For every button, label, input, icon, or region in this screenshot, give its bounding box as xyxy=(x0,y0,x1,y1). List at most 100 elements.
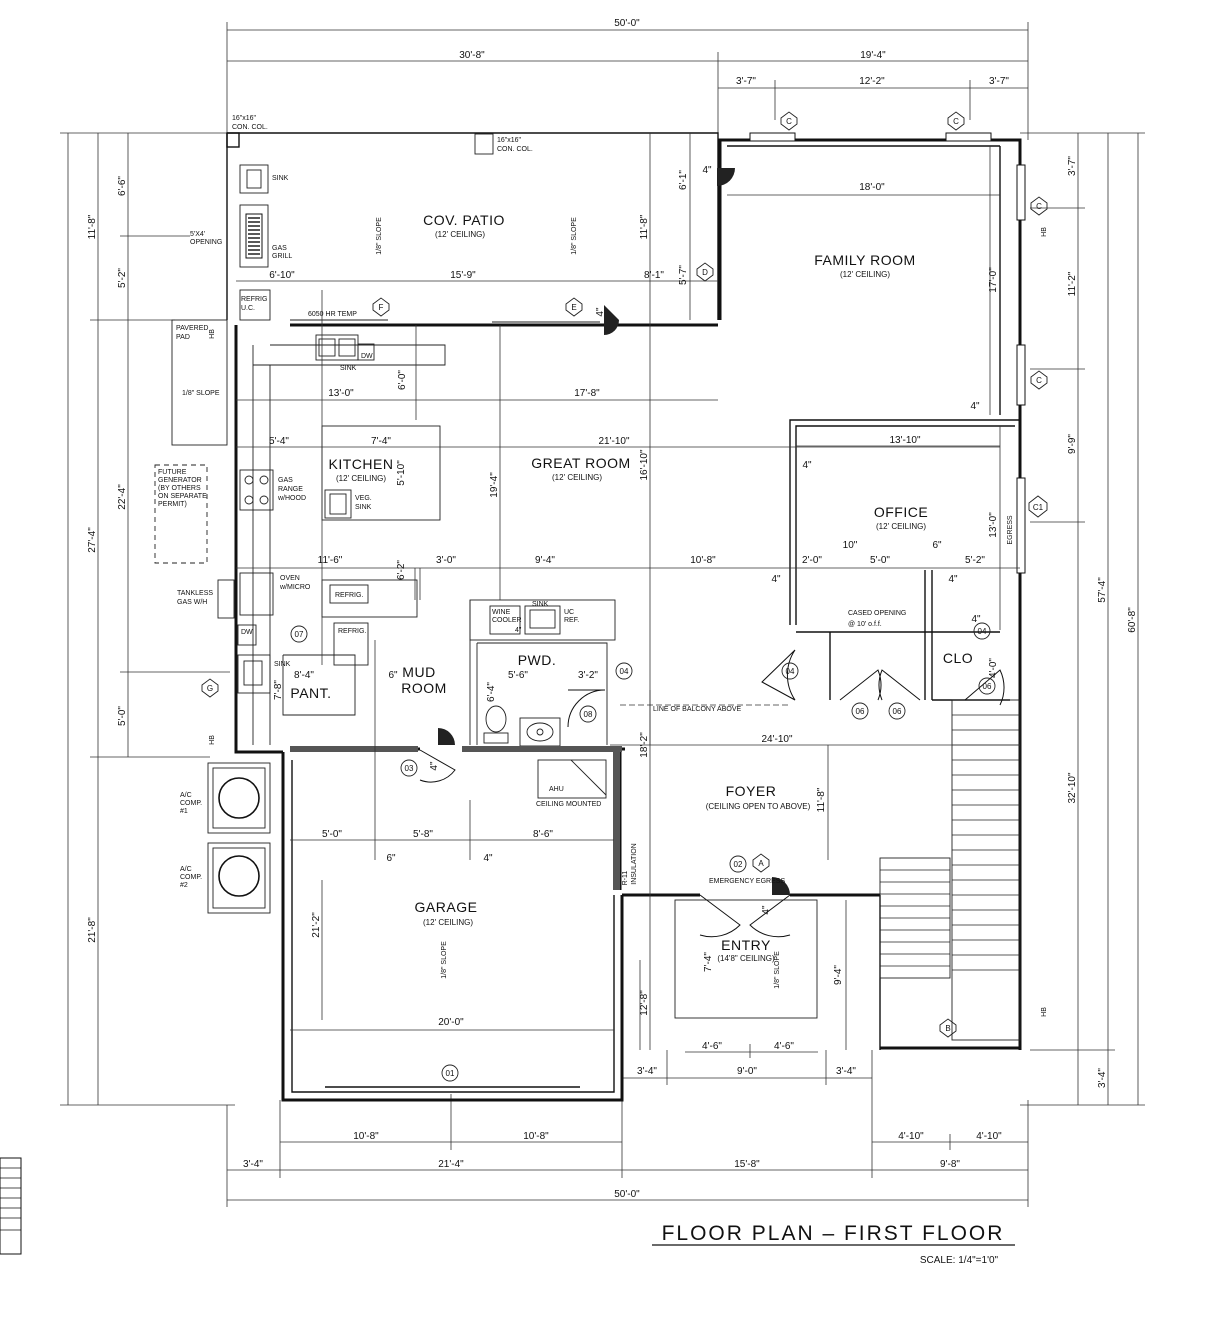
family-room-ceiling: (12' CEILING) xyxy=(840,270,890,279)
dim-patio-mid: 15'-9" xyxy=(450,270,476,281)
dim-left-b3: 22'-4" xyxy=(117,484,128,510)
interior-dimension-text: 6'-10" 15'-9" 8'-1" 11'-8" 6'-1" 5'-7" 1… xyxy=(269,165,999,1028)
gas-grill-1: GAS xyxy=(272,245,287,252)
dim-office-4b: 4" xyxy=(970,401,980,412)
dim-right-a1: 3'-7" xyxy=(1067,156,1078,176)
dim-garage-w2: 5'-8" xyxy=(413,829,433,840)
dim-foyer-height-1: 18'-2" xyxy=(639,732,650,758)
dim-office-width: 13'-10" xyxy=(889,435,920,446)
dim-patio-height: 11'-8" xyxy=(639,214,650,239)
tag-07: 07 xyxy=(295,630,304,639)
entry-ceiling: (14'8" CEILING) xyxy=(717,954,775,963)
oven-1: OVEN xyxy=(280,575,300,582)
generator-1: FUTURE xyxy=(158,469,187,476)
dim-door-4b: 4" xyxy=(595,307,606,317)
ac-1-line-1: A/C xyxy=(180,792,192,799)
cased-opening-1: CASED OPENING xyxy=(848,610,906,617)
bottom-dimensions: 10'-8" 10'-8" 4'-10" 4'-10" 3'-4" 21'-4"… xyxy=(226,1041,1029,1207)
left-dimensions: 11'-8" 27'-4" 21'-8" 6'-6" 5'-2" 22'-4" … xyxy=(60,132,235,1106)
hose-bib-4: HB xyxy=(209,735,216,745)
tag-b: B xyxy=(945,1024,950,1033)
kitchen-ceiling: (12' CEILING) xyxy=(336,474,386,483)
column-2-size: 16"x16" xyxy=(497,137,522,144)
office-label: OFFICE xyxy=(874,504,928,520)
dim-entry-e3: 3'-4" xyxy=(836,1066,856,1077)
balcony-line-note: LINE OF BALCONY ABOVE xyxy=(653,706,742,713)
dim-bottom-s2: 4'-10" xyxy=(976,1131,1002,1142)
dim-garage-6: 6" xyxy=(386,853,396,864)
dim-bottom-s1: 4'-10" xyxy=(898,1131,924,1142)
dim-door-4e: 4" xyxy=(971,614,981,625)
top-dimensions: 50'-0" 30'-8" 19'-4" 3'-7" 12'-2" 3'-7" xyxy=(226,18,1029,140)
gas-grill-2: GRILL xyxy=(272,253,292,260)
ac-2-line-1: A/C xyxy=(180,866,192,873)
emergency-egress-label: EMERGENCY EGRESS xyxy=(709,878,785,885)
tag-04-b: 04 xyxy=(786,667,795,676)
dim-k4: 5'-4" xyxy=(269,436,289,447)
title-block: FLOOR PLAN – FIRST FLOOR SCALE: 1/4"=1'0… xyxy=(652,1222,1015,1266)
dim-top-overall: 50'-0" xyxy=(614,18,640,29)
dim-entry-height: 7'-4" xyxy=(703,952,714,972)
dishwasher-1-label: DW xyxy=(361,353,373,360)
cov-patio-label: COV. PATIO xyxy=(423,212,505,228)
dim-door-4c: 4" xyxy=(429,761,440,771)
dim-k7: 5'-10" xyxy=(396,460,407,486)
slope-note-3: 1/8" SLOPE xyxy=(182,390,220,397)
dim-r4: 9'-4" xyxy=(535,555,555,566)
dim-entry-e1: 3'-4" xyxy=(637,1066,657,1077)
dim-r6: 2'-0" xyxy=(802,555,822,566)
door-swings xyxy=(419,168,1005,938)
dim-top-right: 19'-4" xyxy=(860,50,886,61)
bar-sink-label: SINK xyxy=(532,601,549,608)
dim-r10: 5'-2" xyxy=(965,555,985,566)
dim-entry-e2: 9'-0" xyxy=(737,1066,757,1077)
dim-great-height: 16'-10" xyxy=(639,449,650,480)
right-dimensions: 3'-7" 11'-2" 9'-9" 32'-10" 3'-4" 57'-4" … xyxy=(1020,132,1145,1106)
hose-bib-3: HB xyxy=(209,329,216,339)
dim-patio-right: 8'-1" xyxy=(644,270,664,281)
dim-left-b4: 5'-0" xyxy=(117,706,128,726)
dim-r1: 11'-6" xyxy=(318,555,343,566)
ac-1-line-2: COMP. xyxy=(180,800,202,807)
dim-foyer-width: 24'-10" xyxy=(761,734,792,745)
legend-stub xyxy=(0,1157,22,1255)
dim-family-height: 17'-0" xyxy=(988,267,999,293)
dim-pwd-2: 3'-2" xyxy=(578,670,598,681)
dim-garage-4: 4" xyxy=(483,853,493,864)
dim-left-b2: 5'-2" xyxy=(117,268,128,288)
generator-5: PERMIT) xyxy=(158,501,187,508)
dim-bottom-g1: 10'-8" xyxy=(353,1131,379,1142)
gas-range-3: w/HOOD xyxy=(277,495,306,502)
kitchen-sink-label: SINK xyxy=(340,365,357,372)
dim-left-a2: 27'-4" xyxy=(87,527,98,553)
pavered-1: PAVERED xyxy=(176,325,208,332)
dim-pantry-width: 8'-4" xyxy=(294,670,314,681)
insulation-1: R-11 xyxy=(622,871,629,886)
ac-1-line-3: #1 xyxy=(180,808,188,815)
dim-left-a3: 21'-8" xyxy=(87,917,98,943)
tag-c-1: C xyxy=(786,117,792,126)
dim-office-4a: 4" xyxy=(802,460,812,471)
dim-r9: 6" xyxy=(932,540,942,551)
tag-a: A xyxy=(758,859,764,868)
dim-r11: 4" xyxy=(771,574,781,585)
refrig-1-label: REFRIG. xyxy=(335,592,363,599)
tag-04-a: 04 xyxy=(620,667,629,676)
kitchen-label: KITCHEN xyxy=(329,456,394,472)
plan-title: FLOOR PLAN – FIRST FLOOR xyxy=(662,1222,1005,1245)
dim-garage-width: 20'-0" xyxy=(438,1017,464,1028)
tag-g: G xyxy=(207,684,213,693)
dim-patio-r2: 5'-7" xyxy=(678,265,689,285)
entry-label: ENTRY xyxy=(721,937,771,953)
pwd-label: PWD. xyxy=(518,652,557,668)
dim-family-width: 18'-0" xyxy=(859,182,885,193)
uc-ref-1: UC xyxy=(564,609,574,616)
office-egress-label: EGRESS xyxy=(1007,515,1014,545)
dim-great-height-2: 19'-4" xyxy=(489,472,500,498)
dim-top-r2: 12'-2" xyxy=(859,76,885,87)
closet-label: CLO xyxy=(943,650,973,666)
generator-4: ON SEPARATE xyxy=(158,493,207,500)
dim-r5: 10'-8" xyxy=(690,555,716,566)
dim-bottom-overall: 50'-0" xyxy=(614,1189,640,1200)
tag-c-2: C xyxy=(953,117,959,126)
